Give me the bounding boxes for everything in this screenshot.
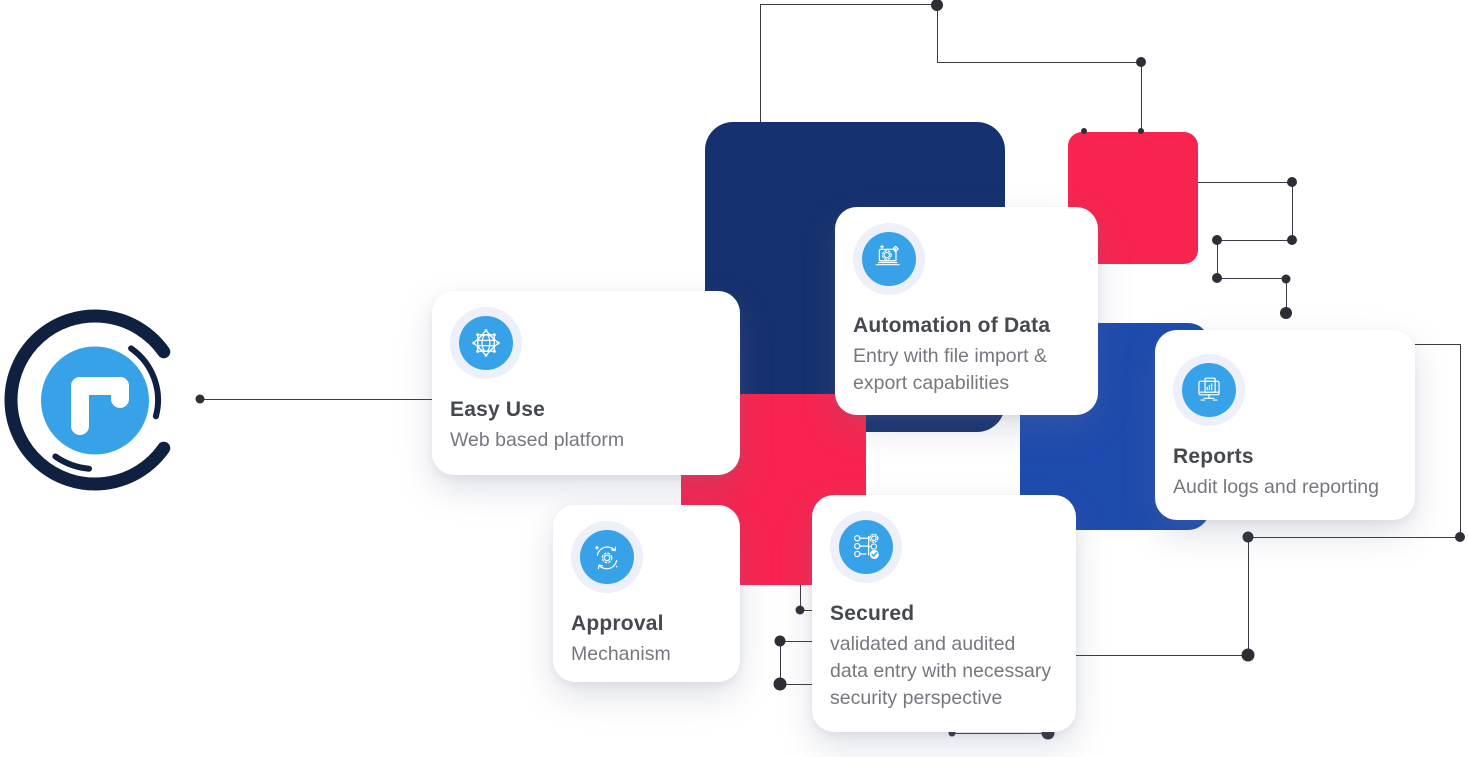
r-letter-logo-icon — [4, 309, 171, 491]
connector-line — [780, 641, 812, 642]
card-secured: Secured validated and audited data entry… — [812, 495, 1076, 732]
card-title: Approval — [571, 612, 664, 635]
laptop-gear-icon — [862, 232, 916, 286]
connector-dot — [1241, 648, 1255, 662]
connector-dot — [1136, 57, 1146, 67]
connector-dot — [1455, 532, 1465, 542]
connector-line — [1198, 182, 1292, 183]
card-title: Automation of Data — [853, 314, 1051, 337]
connector-line — [780, 641, 781, 684]
connector-dot — [931, 0, 943, 11]
connector-line — [937, 62, 1141, 63]
connector-dot — [774, 635, 786, 647]
icon-halo — [830, 511, 902, 583]
card-description: Web based platform — [450, 429, 625, 451]
monitor-chart-icon — [1182, 363, 1236, 417]
sync-gear-icon — [580, 530, 634, 584]
connector-line — [952, 733, 1048, 734]
icon-halo — [450, 307, 522, 379]
connector-line — [800, 585, 801, 610]
connector-line — [1076, 655, 1248, 656]
connector-dot — [1212, 273, 1222, 283]
card-title: Easy Use — [450, 398, 546, 421]
card-description: Mechanism — [571, 643, 671, 665]
connector-dot — [1287, 177, 1297, 187]
connector-line — [1286, 279, 1287, 313]
card-description: Audit logs and reporting — [1173, 476, 1379, 498]
connector-line — [1415, 344, 1460, 345]
connector-line — [1217, 240, 1218, 278]
connector-line — [937, 5, 938, 62]
globe-network-icon — [459, 316, 513, 370]
connector-line — [1141, 62, 1142, 131]
connector-dot — [1242, 531, 1254, 543]
connector-line — [1248, 537, 1249, 655]
card-automation-of-data: Automation of Data Entry with file impor… — [835, 207, 1098, 415]
connector-line — [1217, 278, 1286, 279]
icon-halo — [571, 521, 643, 593]
icon-halo — [1173, 354, 1245, 426]
card-description: Entry with file import & export capabili… — [853, 345, 1047, 394]
connector-line — [1292, 182, 1293, 240]
flow-check-icon — [839, 520, 893, 574]
connector-dot — [1280, 307, 1292, 319]
connector-dot — [1281, 274, 1291, 284]
connector-dot — [1287, 235, 1297, 245]
connector-dot — [1212, 235, 1222, 245]
icon-halo — [853, 223, 925, 295]
connector-dot — [1138, 128, 1144, 134]
connector-line — [1248, 537, 1460, 538]
connector-line — [1217, 240, 1292, 241]
connector-line — [780, 684, 812, 685]
connector-line — [760, 4, 937, 5]
connector-dot — [195, 394, 205, 404]
brand-logo — [0, 305, 195, 500]
connector-line — [800, 610, 812, 611]
card-reports: Reports Audit logs and reporting — [1155, 330, 1415, 520]
connector-line — [1460, 344, 1461, 537]
connector-line — [204, 399, 432, 400]
card-description: validated and audited data entry with ne… — [830, 633, 1052, 709]
r-glyph — [71, 377, 129, 435]
card-approval-mechanism: Approval Mechanism — [553, 505, 740, 682]
card-title: Secured — [830, 602, 915, 625]
connector-dot — [1081, 128, 1087, 134]
card-title: Reports — [1173, 445, 1254, 468]
card-easy-use: Easy Use Web based platform — [432, 291, 740, 475]
connector-line — [760, 4, 761, 122]
connector-dot — [795, 605, 805, 615]
connector-dot — [773, 677, 787, 691]
connector-dot — [948, 729, 956, 737]
